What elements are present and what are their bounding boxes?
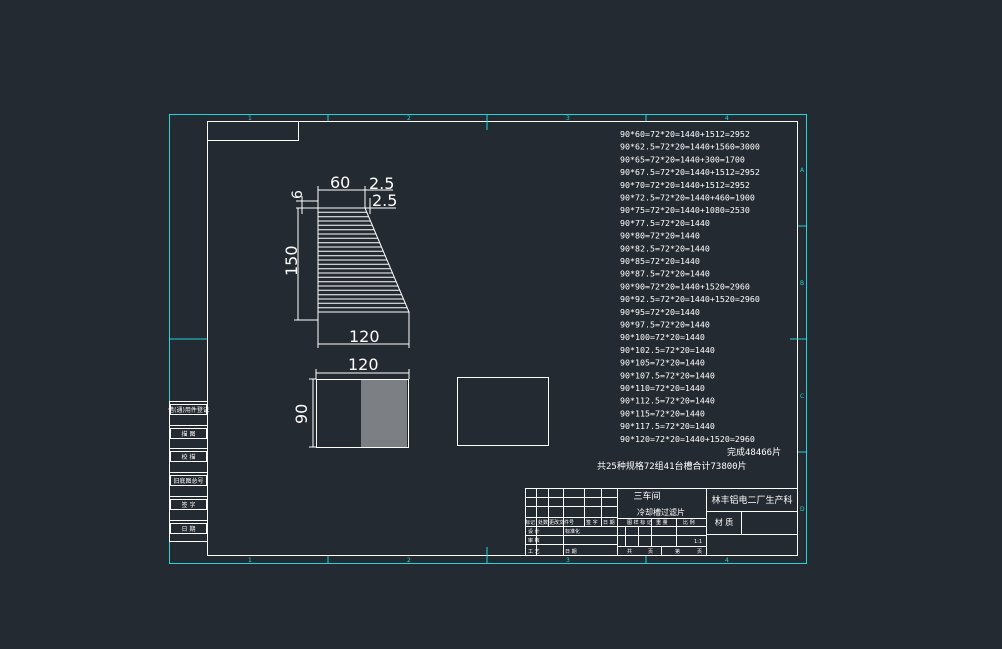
tb-row-mark: 标记 [525,519,535,526]
svg-text:2: 2 [407,557,411,564]
dim-step-height [296,196,318,214]
spec-line: 90*80=72*20=1440 [620,231,700,241]
svg-text:1: 1 [248,557,252,564]
spec-line: 90*60=72*20=1440+1512=2952 [620,129,750,139]
spec-line: 90*110=72*20=1440 [620,383,705,393]
tb-scale: 比 例 [683,519,695,526]
zone-ticks [169,114,806,563]
tb-process-date: 日 期 [565,549,577,555]
strip-label-box [170,451,207,462]
svg-text:C: C [800,393,804,400]
strip-label: 借(通)用件登记 [168,406,209,414]
strip-label-box [170,499,207,510]
strip-label: 签 字 [182,501,196,509]
title-block: 三车间 冷却槽过滤片 林丰铝电二厂生产科 材 质 标记 处数 更改文件号 签 字… [525,488,798,556]
spec-line: 90*105=72*20=1440 [620,358,705,368]
tb-row-sign: 签 字 [586,519,598,526]
strip-label: 日 期 [182,525,196,533]
company-name: 林丰铝电二厂生产科 [711,494,792,506]
front-view: 120 90 [292,355,410,448]
spec-line: 90*120=72*20=1440+1520=2960 [620,434,755,444]
spec-line: 90*90=72*20=1440+1520=2960 [620,281,750,291]
spec-line: 90*102.5=72*20=1440 [620,345,715,355]
svg-text:4: 4 [725,557,729,564]
svg-text:B: B [800,280,804,287]
zone-markers: 1 2 3 4 1 2 3 4 A B C D [248,115,805,564]
spec-line: 90*117.5=72*20=1440 [620,421,715,431]
tb-process: 工 艺 [528,549,540,555]
tb-row-count: 处数 [538,519,548,526]
svg-text:3: 3 [566,115,570,122]
completed-note: 完成48466片 [727,446,781,458]
material-label: 材 质 [715,517,734,527]
svg-text:2: 2 [407,115,411,122]
dim-top-width [317,186,396,214]
part-name: 冷却槽过滤片 [637,507,685,517]
dim-top-width-label: 60 [330,173,350,192]
svg-text:D: D [800,506,805,513]
spec-line: 90*87.5=72*20=1440 [620,269,710,279]
dim-view2-width-label: 120 [348,355,379,374]
spec-line: 90*107.5=72*20=1440 [620,370,715,380]
strip-label-box [170,523,207,534]
strip-label: 描 图 [182,430,196,438]
strip-label-box [170,428,207,439]
spec-line: 90*85=72*20=1440 [620,256,700,266]
tb-design: 设 计 [528,528,540,535]
tb-scale-value: 1:1 [694,539,702,545]
svg-text:1: 1 [248,115,252,122]
strip-label: 旧底图总号 [173,477,203,485]
stepped-profile-view: 60 2.5 2.5 6 150 120 [282,173,410,348]
top-left-stub [207,121,299,141]
spec-line: 90*100=72*20=1440 [620,332,705,342]
strip-label: 校 描 [182,453,196,461]
svg-text:4: 4 [725,115,729,122]
spec-line: 90*75=72*20=1440+1080=2530 [620,205,750,215]
tb-review: 审 核 [528,537,540,544]
spec-list: 90*60=72*20=1440+1512=2952 90*62.5=72*20=… [620,129,760,444]
dim-height [294,208,318,321]
dim-bottom-width-label: 120 [349,327,380,346]
tb-stage: 图 样 标 记 [627,519,652,526]
svg-text:A: A [800,167,805,174]
tb-sheet-page2: 页 [697,549,702,555]
dim-height-label: 150 [282,245,301,276]
dim-step-right-label: 2.5 [369,174,394,193]
spec-line: 90*72.5=72*20=1440+460=1900 [620,193,755,203]
tb-row-changefile: 更改文件号 [549,519,574,526]
workshop-name: 三车间 [633,490,660,502]
spec-line: 90*65=72*20=1440+300=1700 [620,154,745,164]
tb-sheet-page1: 页 [648,549,653,555]
spec-line: 90*92.5=72*20=1440+1520=2960 [620,294,760,304]
tb-sheet-no: 第 [675,548,680,555]
dim-view2-height-label: 90 [292,404,311,424]
strip-label-box [170,475,207,486]
svg-text:3: 3 [566,557,570,564]
spec-line: 90*97.5=72*20=1440 [620,320,710,330]
tb-standard: 标准化 [565,528,580,535]
spec-line: 90*95=72*20=1440 [620,307,700,317]
plan-view [457,377,549,446]
spec-line: 90*70=72*20=1440+1512=2952 [620,180,750,190]
summary-note: 共25种规格72组41台槽合计73800片 [597,460,747,472]
spec-line: 90*115=72*20=1440 [620,408,705,418]
spec-line: 90*77.5=72*20=1440 [620,218,710,228]
dim-step-right2-label: 2.5 [372,191,397,210]
spec-line: 90*82.5=72*20=1440 [620,243,710,253]
spec-line: 90*112.5=72*20=1440 [620,396,715,406]
tb-sheet-total: 共 [627,548,632,555]
strip-label-box [170,404,207,415]
dim-step-height-label: 6 [290,190,306,199]
spec-line: 90*67.5=72*20=1440+1512=2952 [620,167,760,177]
tb-weight: 重 量 [656,519,668,526]
spec-line: 90*62.5=72*20=1440+1560=3000 [620,142,760,152]
dim-bottom-width [317,312,410,348]
tb-row-date: 日 期 [603,520,615,526]
